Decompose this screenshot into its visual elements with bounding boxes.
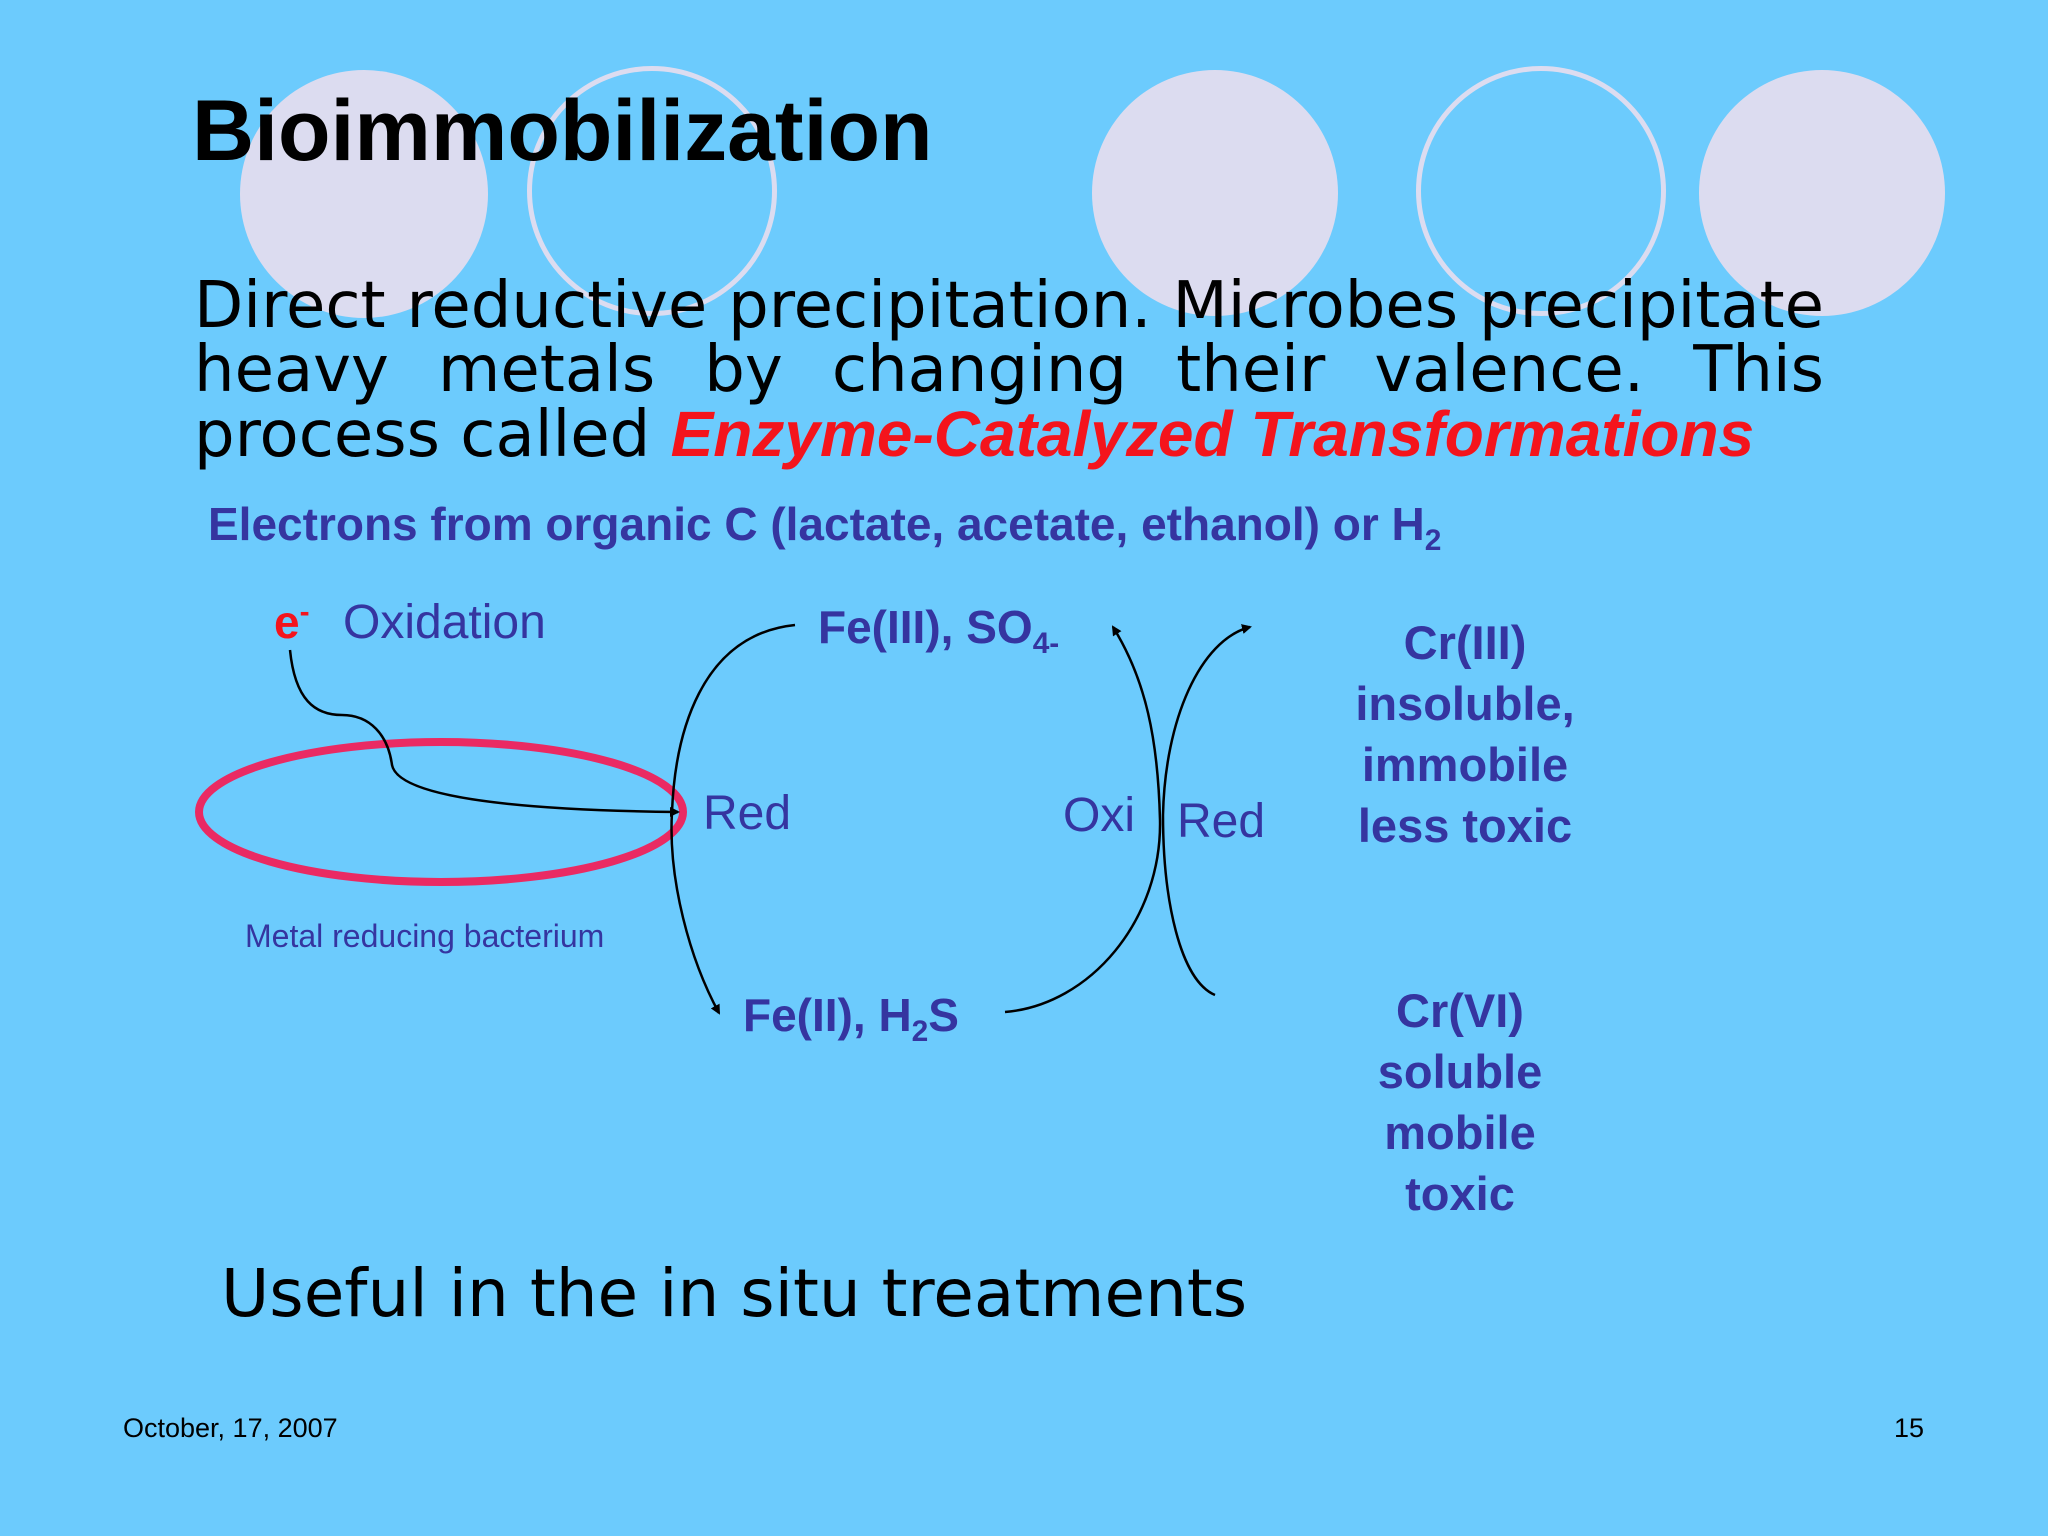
conclusion-text: Useful in the in situ treatments xyxy=(221,1255,1248,1332)
chromium-iii-properties: Cr(III) insoluble, immobile less toxic xyxy=(1325,612,1605,856)
oxidized-species-text: Fe(III), SO xyxy=(818,601,1033,653)
chromium-vi-properties: Cr(VI) soluble mobile toxic xyxy=(1320,980,1600,1224)
electron-letter: e xyxy=(274,596,300,648)
electron-symbol: e- xyxy=(274,595,310,649)
intro-paragraph: Direct reductive precipitation. Microbes… xyxy=(194,274,1824,467)
oxidized-species-label: Fe(III), SO4- xyxy=(818,600,1059,661)
slide-title: Bioimmobilization xyxy=(192,83,933,179)
decorative-ring xyxy=(1416,66,1666,316)
oxidized-species-subscript: 4- xyxy=(1032,627,1060,661)
reduction-label-left: Red xyxy=(703,787,792,840)
decorative-ring xyxy=(527,66,777,316)
cr3-line: immobile xyxy=(1361,738,1569,791)
reduction-curve-fe xyxy=(670,623,796,1015)
electron-source-subscript: 2 xyxy=(1424,524,1442,558)
intro-text: Direct reductive precipitation. Microbes… xyxy=(194,269,1824,472)
reduced-species-subscript: 2 xyxy=(911,1015,929,1049)
cr6-line: toxic xyxy=(1405,1167,1515,1220)
electron-transfer-arrow xyxy=(288,649,680,817)
decorative-circle xyxy=(1699,70,1945,316)
reduced-species-text: Fe(II), H xyxy=(743,989,912,1041)
electron-charge: - xyxy=(299,595,310,629)
reduction-curve-cr xyxy=(1161,624,1252,997)
cr6-line: Cr(VI) xyxy=(1396,984,1524,1037)
cr6-line: soluble xyxy=(1377,1045,1543,1098)
intro-emphasis: Enzyme-Catalyzed Transformations xyxy=(670,398,1755,470)
cr3-line: insoluble, xyxy=(1355,677,1575,730)
footer-date: October, 17, 2007 xyxy=(123,1413,338,1443)
cr3-line: Cr(III) xyxy=(1403,616,1527,669)
oxidation-label-center: Oxi xyxy=(1063,789,1135,842)
decorative-circle xyxy=(240,70,488,318)
bacterium-label: Metal reducing bacterium xyxy=(245,918,605,954)
cr3-line: less toxic xyxy=(1357,799,1573,852)
decorative-circle xyxy=(1092,70,1338,316)
reduction-label-right: Red xyxy=(1177,795,1266,848)
oxidation-curve-fe xyxy=(1004,625,1162,1014)
bacterium-cell-outline xyxy=(195,738,687,886)
reduced-species-label: Fe(II), H2S xyxy=(743,988,959,1049)
cr6-line: mobile xyxy=(1384,1106,1536,1159)
electron-source-text: Electrons from organic C (lactate, aceta… xyxy=(208,498,1425,550)
page-number: 15 xyxy=(1894,1413,1925,1443)
oxidation-label: Oxidation xyxy=(343,596,546,649)
reduced-species-suffix: S xyxy=(928,989,959,1041)
electron-source-label: Electrons from organic C (lactate, aceta… xyxy=(208,497,1441,558)
